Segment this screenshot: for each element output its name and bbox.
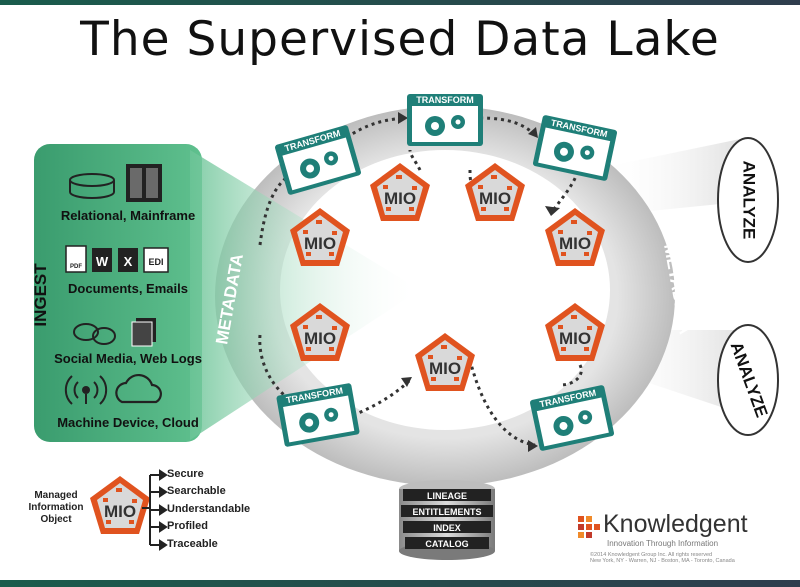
excel-icon-text: X bbox=[124, 254, 133, 269]
wireless-signal-icon bbox=[64, 375, 108, 405]
analyze-target-bottom bbox=[717, 324, 779, 436]
word-icon: W bbox=[92, 248, 112, 272]
cloud-icon bbox=[115, 373, 162, 404]
ingest-beam bbox=[190, 150, 420, 440]
brand-tagline: Innovation Through Information bbox=[607, 539, 719, 548]
word-icon-text: W bbox=[96, 254, 109, 269]
brand-name: Knowledgent bbox=[603, 510, 748, 538]
legend-item-traceable: Traceable bbox=[167, 538, 218, 550]
legend-item-profiled: Profiled bbox=[167, 520, 208, 532]
flow-path bbox=[258, 116, 583, 447]
catalog-index: INDEX bbox=[433, 523, 461, 533]
server-rack-icon bbox=[126, 164, 162, 202]
legend-title-line-1: Managed bbox=[34, 490, 77, 501]
brand-copyright: ©2014 Knowledgent Group Inc. All rights … bbox=[590, 552, 800, 564]
transform-node-2 bbox=[407, 94, 483, 146]
log-pages-icon bbox=[131, 318, 156, 347]
ingest-panel bbox=[34, 144, 202, 442]
analyze-label-top: ANALYZE bbox=[740, 161, 759, 240]
pdf-icon-text: PDF bbox=[70, 264, 82, 270]
ingest-label: INGEST bbox=[31, 263, 50, 327]
edi-icon: EDI bbox=[143, 247, 169, 273]
legend-mio-shape bbox=[90, 476, 150, 534]
legend-item-secure: Secure bbox=[167, 468, 204, 480]
legend-title-line-2: Information bbox=[29, 502, 84, 513]
legend-item-understandable: Understandable bbox=[167, 503, 251, 515]
catalog-stack: LINEAGE ENTITLEMENTS INDEX CATALOG bbox=[399, 480, 495, 560]
catalog-catalog: CATALOG bbox=[425, 539, 468, 549]
brand-copyright-text: ©2014 Knowledgent Group Inc. All rights … bbox=[590, 552, 713, 558]
ingest-group-machine: Machine Device, Cloud bbox=[57, 415, 199, 430]
top-accent-bar bbox=[0, 0, 800, 5]
legend-title-line-3: Object bbox=[40, 514, 72, 525]
pdf-icon: PDF bbox=[65, 245, 87, 273]
ingest-group-social: Social Media, Web Logs bbox=[54, 351, 202, 366]
analyze-target-top bbox=[717, 137, 779, 263]
legend-item-searchable: Searchable bbox=[167, 485, 226, 497]
catalog-entitlements: ENTITLEMENTS bbox=[413, 507, 482, 517]
edi-icon-text: EDI bbox=[148, 257, 163, 267]
excel-icon: X bbox=[118, 248, 138, 272]
brand-locations: New York, NY - Warren, NJ - Boston, MA -… bbox=[590, 558, 735, 564]
bottom-accent-bar bbox=[0, 580, 800, 587]
database-icon bbox=[69, 173, 115, 199]
knowledgent-logo-icon bbox=[578, 516, 600, 538]
lake-interior bbox=[280, 150, 610, 430]
ingest-group-documents: Documents, Emails bbox=[68, 281, 188, 296]
ingest-group-relational: Relational, Mainframe bbox=[60, 208, 196, 223]
legend-branches bbox=[142, 469, 168, 551]
chat-bubbles-icon bbox=[73, 323, 116, 345]
page-title: The Supervised Data Lake bbox=[80, 12, 720, 67]
catalog-lineage: LINEAGE bbox=[427, 491, 467, 501]
